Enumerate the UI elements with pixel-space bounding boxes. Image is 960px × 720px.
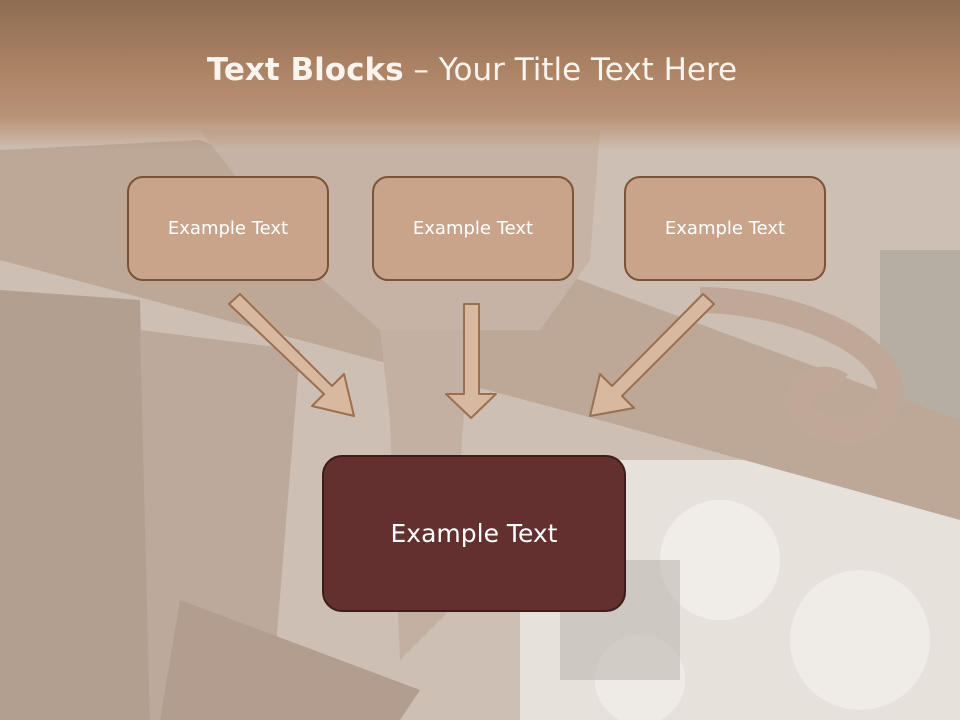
text-block-3[interactable]: Example Text: [624, 176, 826, 281]
arrow-down-left-icon: [589, 293, 715, 417]
slide-title: Text Blocks – Your Title Text Here: [0, 52, 944, 88]
text-block-1[interactable]: Example Text: [127, 176, 329, 281]
text-block-1-label: Example Text: [167, 218, 289, 239]
text-block-2-label: Example Text: [412, 218, 534, 239]
text-block-3-label: Example Text: [664, 218, 786, 239]
text-block-2[interactable]: Example Text: [372, 176, 574, 281]
title-bold-text: Text Blocks: [206, 52, 404, 88]
arrow-down-icon: [445, 303, 497, 419]
title-bar: [0, 0, 960, 150]
main-text-block-label: Example Text: [390, 519, 558, 548]
main-text-block[interactable]: Example Text: [322, 455, 626, 612]
title-rest-text: – Your Title Text Here: [403, 52, 738, 88]
arrow-down-right-icon: [228, 293, 355, 417]
